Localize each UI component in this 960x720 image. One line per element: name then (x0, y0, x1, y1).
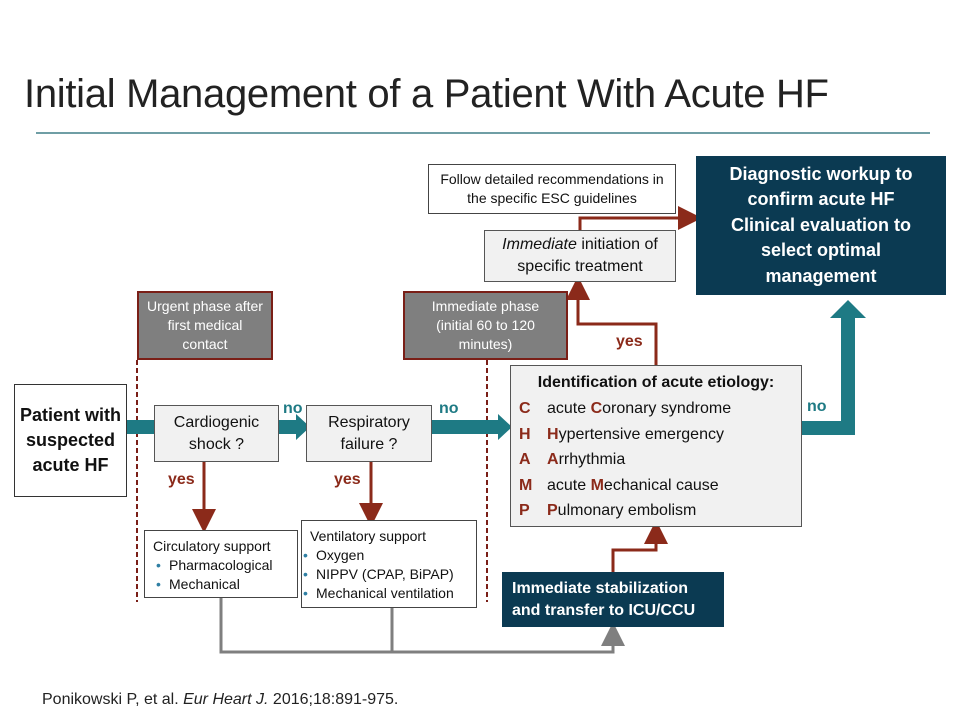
circulatory-support-heading: Circulatory support (153, 538, 271, 554)
etiology-text: Hypertensive emergency (547, 425, 724, 443)
circulatory-support-box: Circulatory support Pharmacological Mech… (144, 530, 298, 598)
follow-recommendations-label: Follow detailed recommendations in the s… (440, 171, 664, 206)
arrow-treatment-to-diagnostic (578, 206, 702, 230)
immediate-treatment-box: Immediate initiation of specific treatme… (484, 230, 676, 282)
immediate-treatment-label: initiation of specific treatment (517, 236, 658, 275)
etiology-text: Pulmonary embolism (547, 502, 697, 519)
arrow-support-to-stabilization (219, 598, 625, 654)
yes-label-respiratory: yes (334, 471, 361, 488)
follow-recommendations-box: Follow detailed recommendations in the s… (428, 164, 676, 214)
list-item: Pharmacological (153, 556, 289, 575)
no-label-shock: no (283, 400, 303, 417)
urgent-phase-label: Urgent phase after first medical contact (147, 298, 263, 352)
arrow-etiology-yes (566, 276, 658, 365)
etiology-row: A Arrhythmia (519, 447, 793, 473)
patient-box: Patient with suspected acute HF (14, 384, 127, 497)
yes-label-etiology: yes (616, 333, 643, 350)
etiology-text: acute Mechanical cause (547, 476, 719, 494)
no-label-respiratory: no (439, 400, 459, 417)
immediate-phase-label: Immediate phase (initial 60 to 120 minut… (431, 298, 540, 352)
title-underline (36, 132, 930, 134)
ventilatory-support-heading: Ventilatory support (310, 528, 426, 544)
journal-name: Eur Heart J. (183, 691, 269, 708)
arrow-respiratory-to-etiology (432, 414, 512, 440)
stabilization-box: Immediate stabilization and transfer to … (502, 572, 724, 627)
etiology-heading: Identification of acute etiology: (537, 374, 775, 391)
immediate-phase-box: Immediate phase (initial 60 to 120 minut… (403, 291, 568, 360)
stabilization-label: Immediate stabilization and transfer to … (512, 579, 696, 619)
list-item: Oxygen (300, 546, 468, 565)
list-item: NIPPV (CPAP, BiPAP) (300, 565, 468, 584)
yes-label-shock: yes (168, 471, 195, 488)
patient-box-label: Patient with suspected acute HF (19, 405, 121, 475)
etiology-text: acute Coronary syndrome (547, 400, 732, 417)
reference-citation: Ponikowski P, et al. Eur Heart J. 2016;1… (42, 691, 399, 708)
etiology-row: H Hypertensive emergency (519, 422, 793, 448)
etiology-text: Arrhythmia (547, 451, 626, 468)
respiratory-failure-box: Respiratory failure ? (306, 405, 432, 462)
respiratory-failure-label: Respiratory failure ? (328, 413, 410, 453)
etiology-letter: M (519, 476, 533, 494)
list-item: Mechanical ventilation (300, 584, 468, 603)
immediate-treatment-emphasis: Immediate (502, 236, 577, 253)
cardiogenic-shock-box: Cardiogenic shock ? (154, 405, 279, 462)
arrow-stabilization-to-etiology (611, 520, 668, 572)
list-item: Mechanical (153, 575, 289, 594)
etiology-letter: A (519, 451, 531, 468)
diagnostic-label: Diagnostic workup to confirm acute HF Cl… (729, 163, 913, 286)
cardiogenic-shock-label: Cardiogenic shock ? (173, 413, 260, 453)
etiology-letter: H (519, 425, 531, 443)
etiology-letter: P (519, 502, 530, 519)
diagnostic-box: Diagnostic workup to confirm acute HF Cl… (696, 156, 946, 295)
arrow-shock-to-respiratory (279, 414, 310, 440)
arrow-etiology-to-diagnostic (802, 300, 866, 435)
no-label-etiology: no (807, 398, 827, 415)
etiology-letter: C (519, 400, 531, 417)
page-title: Initial Management of a Patient With Acu… (24, 72, 829, 116)
urgent-phase-box: Urgent phase after first medical contact (137, 291, 273, 360)
etiology-row: P Pulmonary embolism (519, 498, 793, 524)
ventilatory-support-box: Ventilatory support Oxygen NIPPV (CPAP, … (301, 520, 477, 608)
